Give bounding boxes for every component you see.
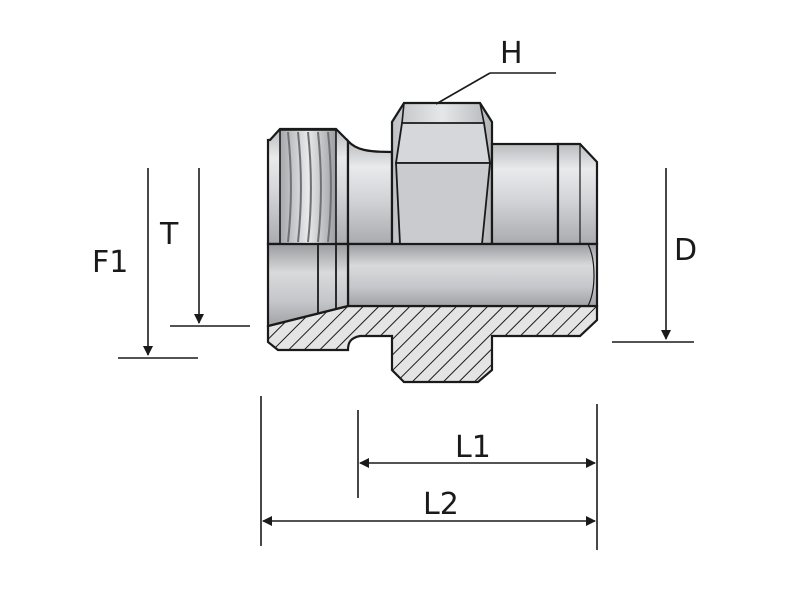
hex-lower-face xyxy=(395,162,491,245)
label-f1: F1 xyxy=(92,245,128,280)
fitting-lower-half xyxy=(266,242,599,384)
right-body xyxy=(490,142,560,246)
label-t: T xyxy=(159,217,179,252)
label-l1: L1 xyxy=(455,430,491,465)
dimension-h: H xyxy=(435,36,556,105)
label-l2: L2 xyxy=(423,487,459,522)
dimension-l1: L1 xyxy=(359,430,596,468)
label-d: D xyxy=(674,233,697,268)
flare-tip xyxy=(556,142,599,246)
neck-groove xyxy=(346,138,394,246)
hex-top-face xyxy=(394,122,492,164)
section-hatch xyxy=(266,304,599,384)
thread-ridges xyxy=(287,131,332,243)
bore xyxy=(346,242,599,308)
port-counterbore xyxy=(266,242,350,328)
dimension-f1: F1 xyxy=(92,168,198,359)
dimension-l2: L2 xyxy=(262,487,596,526)
fitting-upper-half xyxy=(266,101,599,246)
dimension-t: T xyxy=(159,168,250,327)
dimensions: H F1 T D L1 L xyxy=(92,36,697,550)
dimension-d: D xyxy=(612,168,697,343)
label-h: H xyxy=(500,36,523,71)
